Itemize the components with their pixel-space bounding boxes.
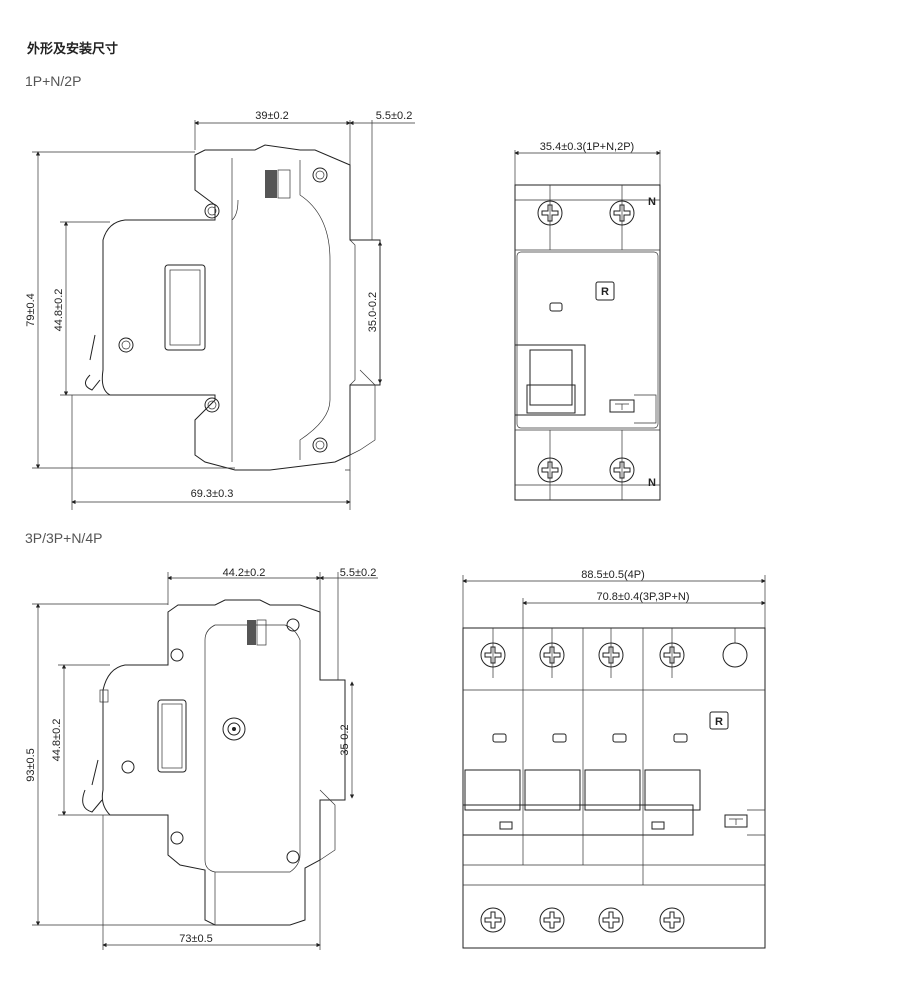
side-view-1p: 39±0.2 5.5±0.2 79±0.4 44.8±0.2 35.0-0.2 … [25,110,415,510]
section-label-1p-n-2p: 1P+N/2P [25,73,82,89]
dim-depth: 69.3±0.3 [191,488,234,500]
operating-handle-bar [462,804,694,836]
logo-plate [157,699,187,773]
dim-width-4p: 88.5±0.5(4P) [581,569,645,581]
test-button [724,814,748,828]
neutral-mark-bottom: N [648,477,656,489]
dim-height: 79±0.4 [25,293,37,327]
reset-button [595,281,615,301]
indicator-window [549,302,563,312]
dim-inner-height: 44.8±0.2 [51,719,63,762]
reset-button [709,711,729,730]
dim-rail: 5.5±0.2 [340,567,377,579]
reset-mark: R [715,716,723,728]
dim-rail-height: 35.0-0.2 [367,292,379,332]
neutral-mark-top: N [648,196,656,208]
dim-depth: 73±0.5 [179,933,213,945]
dim-width-3p: 70.8±0.4(3P,3P+N) [597,591,690,603]
front-view-1p: 35.4±0.3(1P+N,2P) N N R [514,141,661,501]
test-button [609,399,635,413]
dim-rail-height: 35-0.2 [339,724,351,755]
side-view-4p: 44.2±0.2 5.5±0.2 93±0.5 44.8±0.2 35-0.2 … [25,567,378,950]
dim-inner-height: 44.8±0.2 [53,289,65,332]
operating-handle [514,344,586,416]
dim-front-width: 35.4±0.3(1P+N,2P) [540,141,634,153]
dim-width-top: 39±0.2 [255,110,289,122]
reset-mark: R [601,286,609,298]
page-heading: 外形及安装尺寸 [27,41,119,56]
dim-height: 93±0.5 [25,748,37,782]
section-label-3p-4p: 3P/3P+N/4P [25,530,103,546]
dim-width-top: 44.2±0.2 [223,567,266,579]
logo-plate [164,264,206,351]
front-view-4p: 88.5±0.5(4P) 70.8±0.4(3P,3P+N) R [462,569,766,949]
dim-rail: 5.5±0.2 [376,110,413,122]
